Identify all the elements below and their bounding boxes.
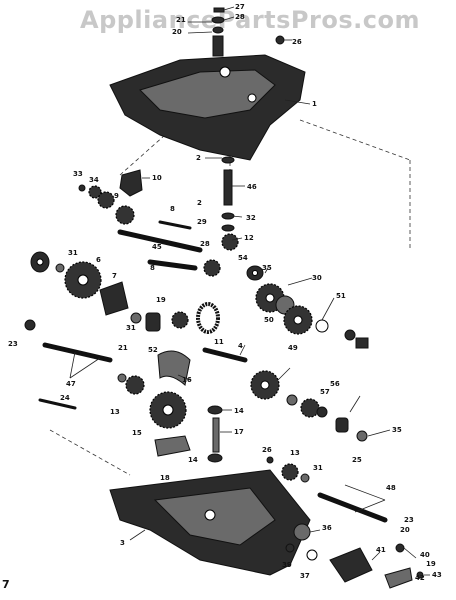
part-label-39: 39 xyxy=(282,561,292,569)
lower-housing xyxy=(109,469,311,576)
part-label-8: 8 xyxy=(170,205,175,213)
part-label-17: 17 xyxy=(234,428,244,436)
part-label-42: 42 xyxy=(415,574,425,582)
part-label-6: 6 xyxy=(96,256,101,264)
axle-47 xyxy=(24,319,113,363)
top-fasteners xyxy=(211,7,285,57)
part-label-37: 37 xyxy=(300,572,310,580)
corner-mark: 7 xyxy=(2,578,10,591)
part-label-40: 40 xyxy=(420,551,430,559)
part-label-21: 21 xyxy=(176,16,186,24)
part-label-31: 31 xyxy=(126,324,136,332)
part-label-46: 46 xyxy=(247,183,257,191)
part-label-54: 54 xyxy=(238,254,248,262)
pinion-7 xyxy=(99,281,129,316)
part-label-31: 31 xyxy=(68,249,78,257)
part-label-24: 24 xyxy=(60,394,70,402)
watermark: AppliancePartsPros.com xyxy=(80,6,420,34)
part-label-7: 7 xyxy=(112,272,117,280)
part-label-49: 49 xyxy=(288,344,298,352)
part-label-56: 56 xyxy=(330,380,340,388)
part-label-14: 14 xyxy=(188,456,198,464)
part-label-28: 28 xyxy=(235,13,245,21)
part-label-36: 36 xyxy=(322,524,332,532)
part-label-31: 31 xyxy=(313,464,323,472)
part-label-34: 34 xyxy=(89,176,99,184)
part-label-2: 2 xyxy=(196,154,201,162)
part-label-41: 41 xyxy=(376,546,386,554)
part-label-45: 45 xyxy=(152,243,162,251)
part-label-35: 35 xyxy=(262,264,272,272)
part-label-57: 57 xyxy=(320,388,330,396)
part-label-50: 50 xyxy=(264,316,274,324)
part-label-27: 27 xyxy=(235,3,245,11)
pin-24 xyxy=(38,398,77,410)
part-label-2: 2 xyxy=(197,199,202,207)
part-label-23: 23 xyxy=(8,340,18,348)
shaft-48 xyxy=(317,492,388,523)
gear-cluster-right xyxy=(255,283,313,335)
part-label-29: 29 xyxy=(197,218,207,226)
part-label-18: 18 xyxy=(160,474,170,482)
upper-housing xyxy=(109,54,306,161)
part-label-4: 4 xyxy=(238,342,243,350)
part-label-20: 20 xyxy=(400,526,410,534)
part-label-51: 51 xyxy=(336,292,346,300)
gear-6 xyxy=(64,261,102,299)
part-label-21: 21 xyxy=(118,344,128,352)
shift-fork xyxy=(119,169,143,197)
part-label-20: 20 xyxy=(172,28,182,36)
shift-lever xyxy=(329,547,373,583)
shaft-45 xyxy=(117,229,203,253)
part-label-47: 47 xyxy=(66,380,76,388)
part-label-52: 52 xyxy=(148,346,158,354)
part-label-25: 25 xyxy=(352,456,362,464)
part-label-19: 19 xyxy=(426,560,436,568)
part-label-30: 30 xyxy=(312,274,322,282)
part-label-43: 43 xyxy=(432,571,442,579)
part-label-11: 11 xyxy=(214,338,224,346)
part-label-12: 12 xyxy=(244,234,254,242)
part-label-10: 10 xyxy=(152,174,162,182)
part-label-16: 16 xyxy=(182,376,192,384)
part-label-9: 9 xyxy=(114,192,119,200)
part-label-23: 23 xyxy=(404,516,414,524)
part-label-8: 8 xyxy=(150,264,155,272)
part-label-32: 32 xyxy=(246,214,256,222)
part-label-19: 19 xyxy=(156,296,166,304)
part-label-1: 1 xyxy=(312,100,317,108)
vertical-shaft xyxy=(223,169,233,206)
part-label-26: 26 xyxy=(292,38,302,46)
part-label-28: 28 xyxy=(200,240,210,248)
part-label-33: 33 xyxy=(73,170,83,178)
leader-lines xyxy=(69,6,430,576)
part-label-13: 13 xyxy=(110,408,120,416)
shaft-4 xyxy=(202,347,248,363)
part-label-48: 48 xyxy=(386,484,396,492)
part-label-35: 35 xyxy=(392,426,402,434)
part-label-13: 13 xyxy=(290,449,300,457)
part-label-3: 3 xyxy=(120,539,125,547)
part-label-14: 14 xyxy=(234,407,244,415)
gear-15 xyxy=(149,391,187,429)
part-label-15: 15 xyxy=(132,429,142,437)
part-label-26: 26 xyxy=(262,446,272,454)
